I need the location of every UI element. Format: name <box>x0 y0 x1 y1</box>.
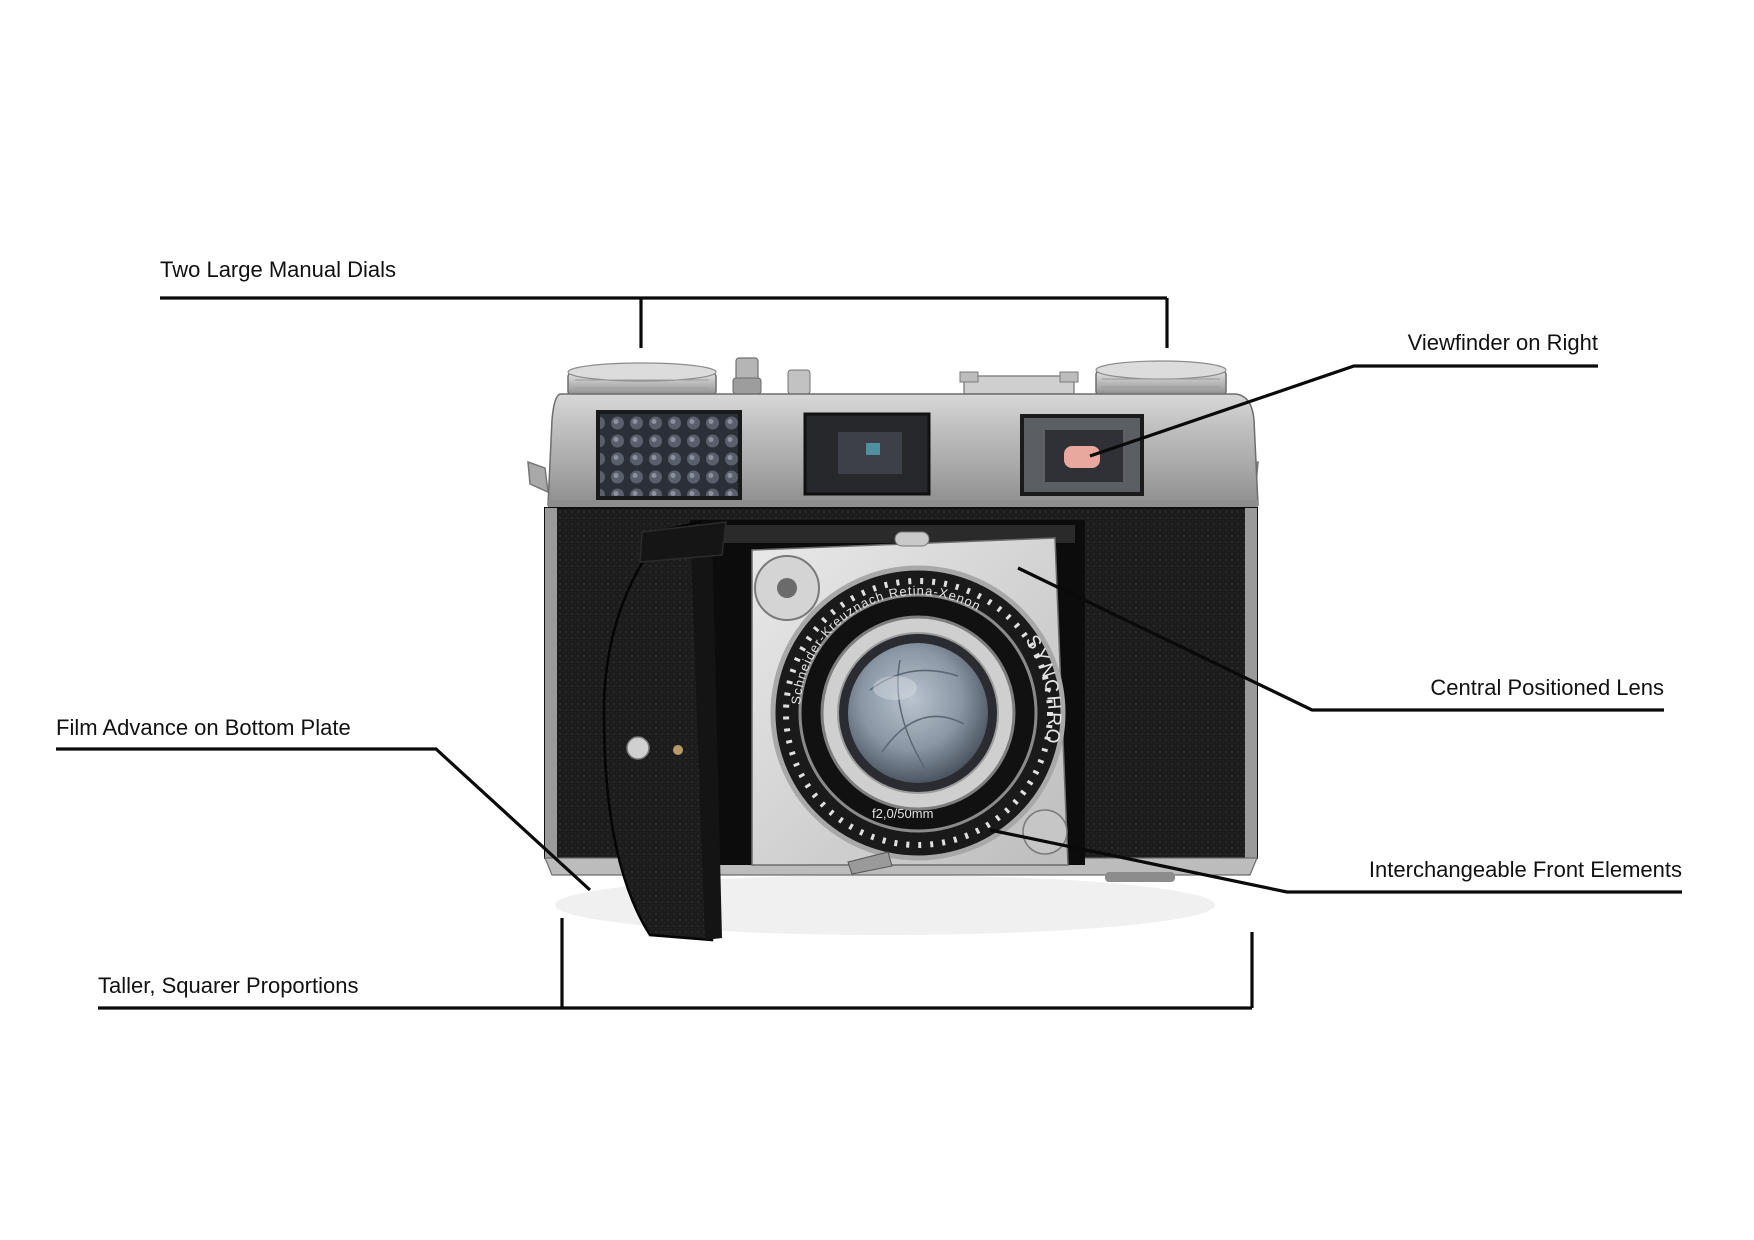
accessory-shoe <box>959 371 1079 395</box>
aperture-blades <box>869 659 965 771</box>
front-door <box>602 520 714 942</box>
front-door-edge <box>690 525 722 940</box>
release-lever <box>787 369 811 395</box>
leader-viewfinder <box>1089 364 1598 458</box>
self-timer-knob <box>1022 809 1068 855</box>
top-lever <box>894 531 930 547</box>
lens-reflection <box>873 676 917 700</box>
door-handle <box>639 521 727 563</box>
label-lens: Central Positioned Lens <box>1430 675 1664 700</box>
right-dial <box>1095 360 1227 397</box>
door-hinge-screw <box>626 736 650 760</box>
label-front-elements: Interchangeable Front Elements <box>1369 857 1682 882</box>
rewind-knob <box>732 377 762 395</box>
strap-lug-left <box>527 460 549 494</box>
lens-glass <box>848 643 988 783</box>
callout-labels: Two Large Manual Dials Viewfinder on Rig… <box>56 257 1682 998</box>
top-plate-edge <box>548 500 1258 508</box>
cocking-gear-hub <box>777 578 797 598</box>
body-side-strip-right <box>1245 508 1257 858</box>
door-hinge-pin <box>673 745 683 755</box>
leader-lines <box>56 296 1682 1010</box>
label-film-advance: Film Advance on Bottom Plate <box>56 715 351 740</box>
body-side-strip-left <box>545 508 557 858</box>
light-meter-cell <box>596 410 742 500</box>
camera-illustration: SYNCHRO Schneider-Kreuznach Retina-Xenon… <box>527 357 1259 942</box>
leader-front-elements <box>989 828 1682 894</box>
foot-right <box>1105 872 1175 882</box>
label-proportions: Taller, Squarer Proportions <box>98 973 358 998</box>
rangefinder-window <box>803 412 931 496</box>
left-dial <box>567 362 717 397</box>
flash-sync-lever <box>847 851 893 875</box>
viewfinder-window <box>1020 414 1144 496</box>
label-dials: Two Large Manual Dials <box>160 257 396 282</box>
leader-lens <box>1017 566 1664 712</box>
leader-film-advance <box>56 747 592 892</box>
label-viewfinder: Viewfinder on Right <box>1408 330 1598 355</box>
speed-scale-ring <box>783 578 1053 848</box>
